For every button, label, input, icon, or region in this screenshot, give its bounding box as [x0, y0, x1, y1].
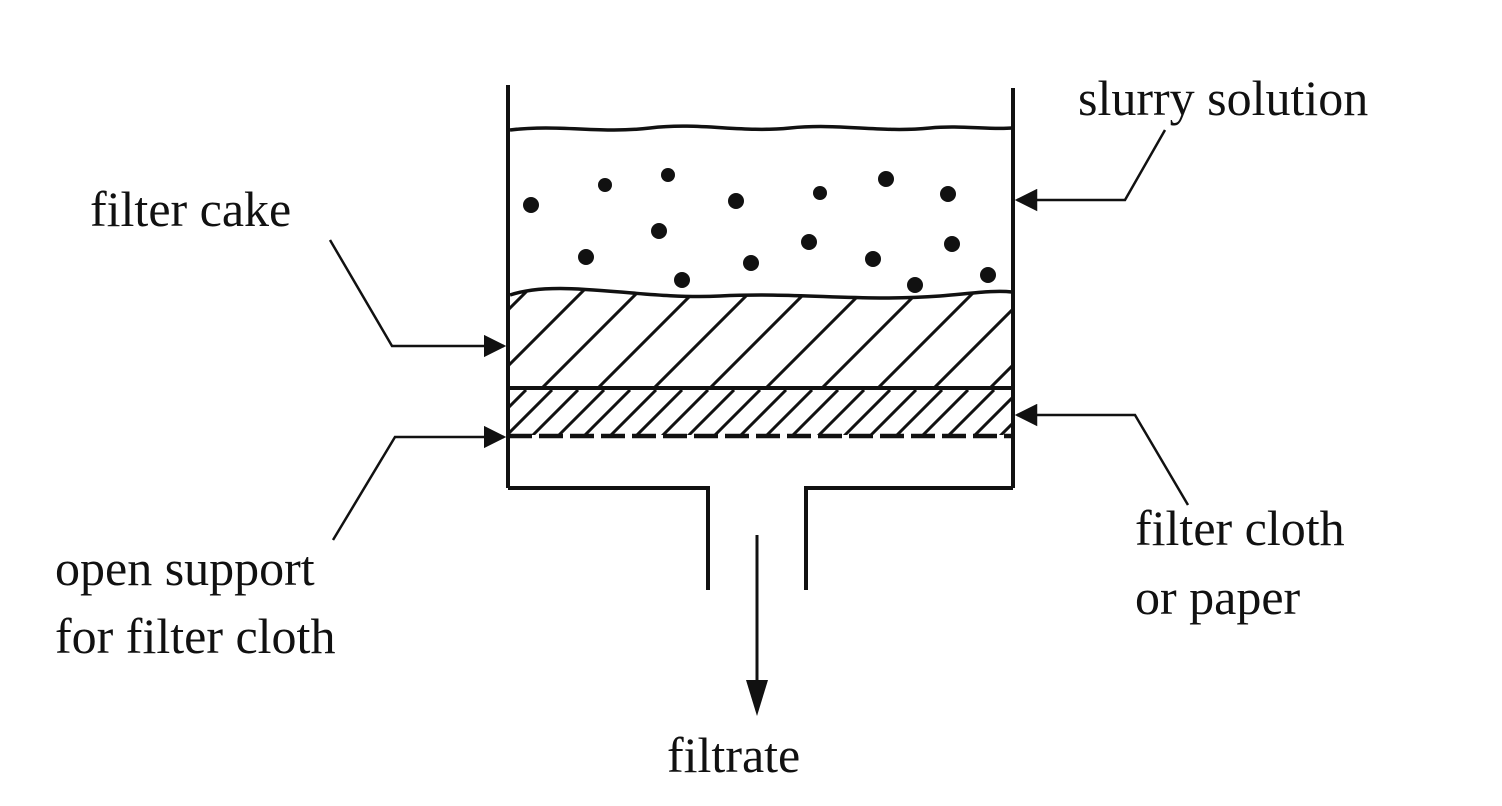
- particle: [578, 249, 594, 265]
- particle: [743, 255, 759, 271]
- particle: [523, 197, 539, 213]
- particle: [940, 186, 956, 202]
- label-filtrate: filtrate: [667, 727, 800, 783]
- particle: [878, 171, 894, 187]
- particle: [907, 277, 923, 293]
- particle: [865, 251, 881, 267]
- vessel: [506, 85, 1015, 590]
- filtrate-arrow: [746, 535, 768, 716]
- particle: [598, 178, 612, 192]
- filter-cake-top-edge: [509, 286, 1013, 300]
- slurry-particles: [523, 168, 996, 293]
- slurry-surface: [509, 124, 1013, 132]
- filter-cloth-layer: [508, 390, 1013, 439]
- particle: [728, 193, 744, 209]
- filter-cake-layer: [508, 286, 1013, 390]
- vessel-bottom-left: [508, 486, 710, 590]
- label-open-support-line2: for filter cloth: [55, 608, 335, 664]
- particle: [980, 267, 996, 283]
- leader-arrows: [328, 129, 1190, 541]
- open-support-leader-arrow: [331, 425, 507, 541]
- label-filter-cloth-line2: or paper: [1135, 569, 1301, 625]
- particle: [944, 236, 960, 252]
- slurry-leader-arrow: [1014, 129, 1167, 212]
- label-open-support-line1: open support: [55, 540, 315, 596]
- filter-cake-leader-arrow: [328, 239, 507, 358]
- particle: [674, 272, 690, 288]
- label-filter-cloth-line1: filter cloth: [1135, 500, 1345, 556]
- particle: [801, 234, 817, 250]
- filter-cake-hatch: [510, 288, 1012, 388]
- particle: [813, 186, 827, 200]
- filter-cloth-hatch: [510, 390, 1012, 435]
- particle: [651, 223, 667, 239]
- filter-cloth-leader-arrow: [1014, 403, 1190, 506]
- label-slurry-solution: slurry solution: [1078, 70, 1368, 126]
- particle: [661, 168, 675, 182]
- label-filter-cake: filter cake: [90, 181, 291, 237]
- vessel-bottom-right: [804, 486, 1013, 590]
